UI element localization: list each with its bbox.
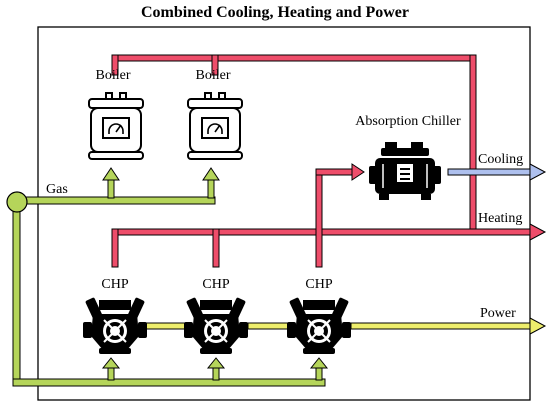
gas-arrowheads xyxy=(101,167,329,369)
chp-2-icon xyxy=(183,296,249,355)
boiler-1-label: Boiler xyxy=(96,68,131,83)
gas-label: Gas xyxy=(46,182,68,197)
system-boundary xyxy=(37,26,531,401)
chp-1-icon xyxy=(82,296,148,355)
absorption-chiller-label: Absorption Chiller xyxy=(355,114,461,129)
chp-2-label: CHP xyxy=(202,277,229,292)
boiler-1-icon xyxy=(88,92,144,160)
absorption-chiller-icon xyxy=(368,141,442,201)
heat-arrowheads xyxy=(351,163,547,241)
boiler-2-icon xyxy=(187,92,243,160)
heating-label: Heating xyxy=(478,211,522,226)
chp-1-label: CHP xyxy=(101,277,128,292)
diagram-title: Combined Cooling, Heating and Power xyxy=(140,4,409,21)
gas-source-node xyxy=(6,191,28,213)
chp-3-icon xyxy=(286,296,352,355)
power-label: Power xyxy=(480,306,516,321)
cooling-output-arrow xyxy=(447,163,547,181)
boiler-2-label: Boiler xyxy=(196,68,231,83)
cooling-label: Cooling xyxy=(478,152,523,167)
chp-3-label: CHP xyxy=(305,277,332,292)
gas-network xyxy=(12,177,326,387)
heat-network xyxy=(111,54,531,268)
